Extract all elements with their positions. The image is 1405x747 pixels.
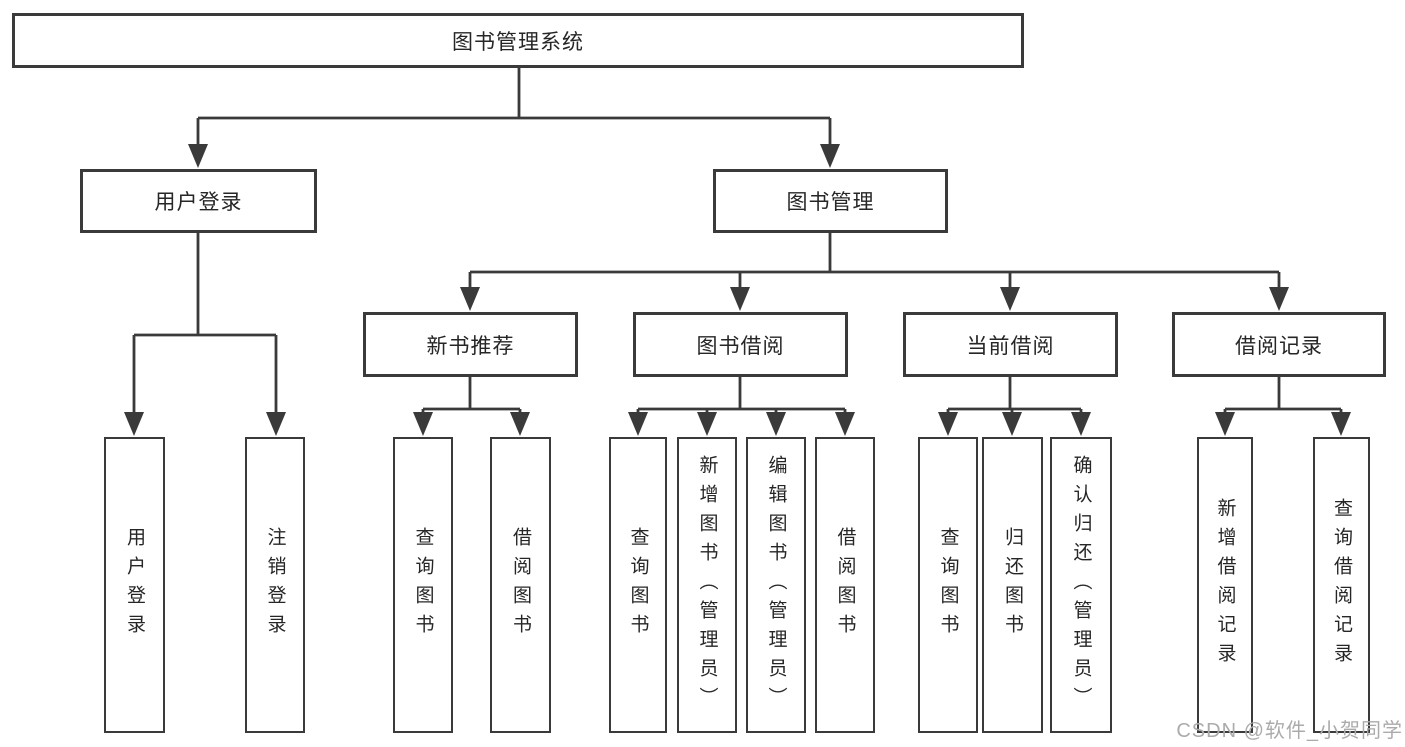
leaf-add-books-admin: 新增图书（管理员） — [677, 437, 737, 733]
leaf-add-borrow-record: 新增借阅记录 — [1197, 437, 1253, 733]
leaf-user-login-label: 用户登录 — [124, 527, 145, 643]
leaf-confirm-return-admin-label: 确认归还（管理员） — [1070, 454, 1092, 716]
leaf-user-login: 用户登录 — [104, 437, 165, 733]
node-user-login-label: 用户登录 — [154, 191, 243, 214]
node-book-management: 图书管理 — [713, 169, 948, 233]
node-new-book-recommend: 新书推荐 — [363, 312, 578, 377]
node-book-management-label: 图书管理 — [786, 191, 875, 214]
leaf-query-books-current: 查询图书 — [918, 437, 978, 733]
node-borrow-records-label: 借阅记录 — [1235, 334, 1323, 358]
leaf-query-books-recommend-label: 查询图书 — [412, 527, 434, 643]
leaf-return-books-label: 归还图书 — [1002, 527, 1023, 643]
node-user-login: 用户登录 — [80, 169, 317, 233]
csdn-watermark: CSDN @软件_小贺同学 — [1176, 720, 1403, 742]
node-library-system-label: 图书管理系统 — [452, 30, 584, 54]
node-book-borrow-label: 图书借阅 — [696, 334, 785, 358]
leaf-query-books-current-label: 查询图书 — [937, 527, 959, 643]
leaf-logout-login-label: 注销登录 — [264, 527, 286, 643]
leaf-edit-books-admin: 编辑图书（管理员） — [746, 437, 806, 733]
leaf-query-books-borrow-label: 查询图书 — [627, 527, 649, 643]
leaf-query-books-borrow: 查询图书 — [609, 437, 667, 733]
leaf-logout-login: 注销登录 — [245, 437, 305, 733]
node-library-system: 图书管理系统 — [12, 13, 1024, 68]
node-book-borrow: 图书借阅 — [633, 312, 848, 377]
leaf-add-borrow-record-label: 新增借阅记录 — [1214, 498, 1236, 672]
node-borrow-records: 借阅记录 — [1172, 312, 1386, 377]
leaf-borrow-books-recommend: 借阅图书 — [490, 437, 551, 733]
leaf-return-books: 归还图书 — [982, 437, 1043, 733]
leaf-borrow-books: 借阅图书 — [815, 437, 875, 733]
leaf-query-borrow-record: 查询借阅记录 — [1313, 437, 1370, 733]
leaf-query-books-recommend: 查询图书 — [393, 437, 453, 733]
leaf-add-books-admin-label: 新增图书（管理员） — [696, 454, 718, 716]
node-new-book-recommend-label: 新书推荐 — [426, 334, 515, 358]
leaf-edit-books-admin-label: 编辑图书（管理员） — [765, 454, 787, 716]
node-current-borrow: 当前借阅 — [903, 312, 1118, 377]
leaf-borrow-books-label: 借阅图书 — [834, 527, 856, 643]
arrowheads — [124, 144, 1351, 436]
leaf-borrow-books-recommend-label: 借阅图书 — [510, 527, 531, 643]
node-current-borrow-label: 当前借阅 — [966, 334, 1055, 358]
leaf-query-borrow-record-label: 查询借阅记录 — [1331, 498, 1352, 672]
leaf-confirm-return-admin: 确认归还（管理员） — [1050, 437, 1112, 733]
